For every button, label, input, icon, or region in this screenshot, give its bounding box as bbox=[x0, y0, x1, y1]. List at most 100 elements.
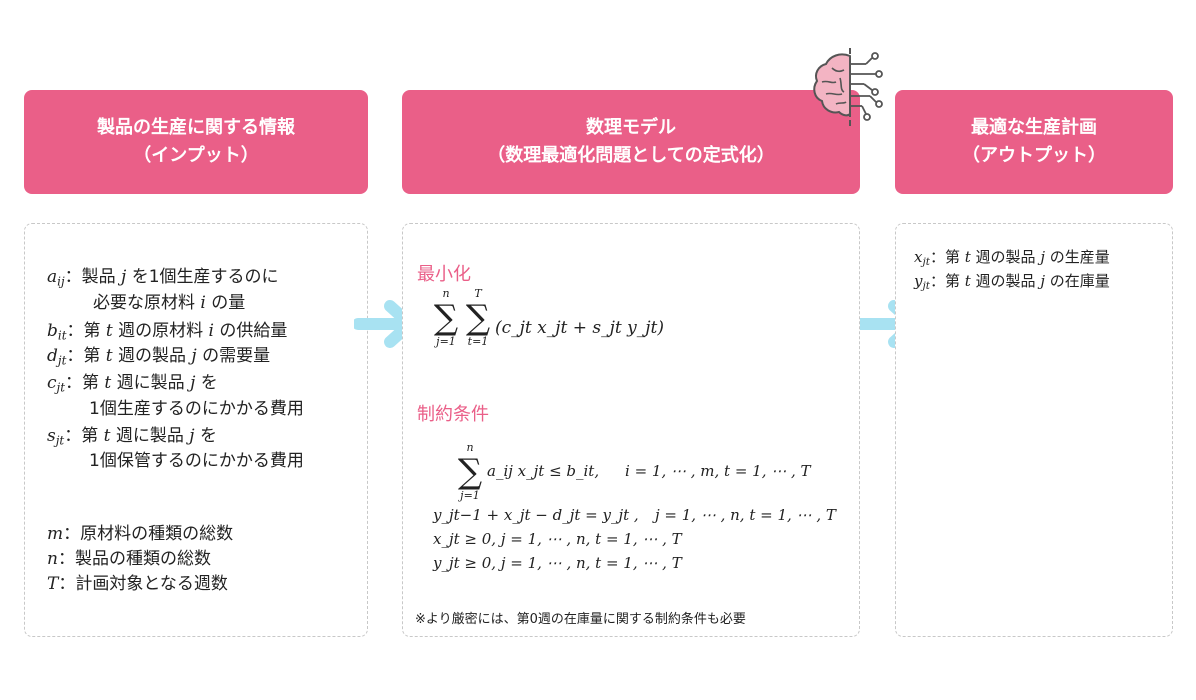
output-x: xjt：第 t 週の製品 j の生産量 bbox=[914, 246, 1110, 268]
var-c: c bbox=[47, 373, 57, 393]
input-header-subtitle: （インプット） bbox=[133, 145, 259, 166]
constraint-3: x_jt ≥ 0, j = 1, ⋯ , n, t = 1, ⋯ , T bbox=[433, 530, 682, 548]
constraint-4: y_jt ≥ 0, j = 1, ⋯ , n, t = 1, ⋯ , T bbox=[433, 554, 682, 572]
text-s2: 週に製品 bbox=[110, 426, 190, 446]
param-s: sjt：第 t 週に製品 j を bbox=[47, 421, 217, 448]
text-c1: ：第 bbox=[65, 373, 105, 393]
idx-b-i: i bbox=[208, 321, 214, 341]
objective-expr: (c_jt x_jt + s_jt y_jt) bbox=[495, 318, 664, 338]
sub-d: jt bbox=[57, 353, 67, 368]
text-d1: ：第 bbox=[66, 346, 106, 366]
text-y1: ：第 bbox=[929, 272, 965, 290]
param-T: T：計画対象となる週数 bbox=[47, 569, 228, 594]
sum-j-bottom: j=1 bbox=[436, 335, 456, 348]
idx-c-t: t bbox=[104, 373, 112, 393]
param-m: m：原材料の種類の総数 bbox=[47, 519, 233, 544]
constraints-title: 制約条件 bbox=[417, 404, 489, 425]
text-c3: を bbox=[195, 373, 218, 393]
idx-d-j: j bbox=[191, 346, 197, 366]
idx-s-j: j bbox=[189, 426, 195, 446]
text-a3: 必要な原材料 bbox=[93, 293, 201, 313]
brain-circuit-icon bbox=[813, 48, 883, 128]
output-header-title: 最適な生産計画 bbox=[971, 117, 1097, 138]
sum-j-top: n bbox=[442, 287, 450, 300]
sum-j: n ∑ j=1 bbox=[429, 288, 463, 348]
sub-x: jt bbox=[922, 256, 930, 269]
param-d: djt：第 t 週の製品 j の需要量 bbox=[47, 341, 270, 368]
param-a: aij：製品 j を1個生産するのに bbox=[47, 262, 279, 289]
text-m: ：原材料の種類の総数 bbox=[63, 524, 234, 544]
sub-a: ij bbox=[57, 274, 65, 289]
param-c-cont: 1個生産するのにかかる費用 bbox=[89, 399, 304, 419]
input-header-title: 製品の生産に関する情報 bbox=[97, 117, 295, 138]
text-x1: ：第 bbox=[929, 248, 965, 266]
constraint-2-range: j = 1, ⋯ , n, t = 1, ⋯ , T bbox=[655, 506, 836, 524]
text-s3: を bbox=[194, 426, 217, 446]
idx-a-i: i bbox=[200, 293, 206, 313]
text-x3: の生産量 bbox=[1044, 248, 1110, 266]
idx-y-j: j bbox=[1040, 272, 1045, 290]
idx-b-t: t bbox=[105, 321, 113, 341]
output-y: yjt：第 t 週の製品 j の在庫量 bbox=[914, 270, 1110, 292]
model-header-subtitle: （数理最適化問題としての定式化） bbox=[487, 145, 775, 166]
idx-x-t: t bbox=[964, 248, 971, 266]
var-m: m bbox=[47, 524, 64, 544]
var-x: x bbox=[914, 248, 923, 266]
model-header-title: 数理モデル bbox=[586, 117, 676, 138]
text-b2: 週の原材料 bbox=[112, 321, 209, 341]
param-a-cont: 必要な原材料 i の量 bbox=[93, 288, 245, 313]
var-s: s bbox=[47, 426, 56, 446]
csum-bottom: j=1 bbox=[460, 489, 480, 502]
text-a1: ：製品 bbox=[64, 267, 122, 287]
text-n: ：製品の種類の総数 bbox=[57, 549, 211, 569]
constraint-2-expr: y_jt−1 + x_jt − d_jt = y_jt , bbox=[433, 506, 639, 524]
output-panel: xjt：第 t 週の製品 j の生産量 yjt：第 t 週の製品 j の在庫量 bbox=[895, 223, 1173, 637]
param-n: n：製品の種類の総数 bbox=[47, 544, 211, 569]
var-b: b bbox=[47, 321, 58, 341]
idx-y-t: t bbox=[964, 272, 971, 290]
idx-s-t: t bbox=[103, 426, 111, 446]
sub-c: jt bbox=[56, 380, 65, 395]
text-d3: の需要量 bbox=[196, 346, 271, 366]
sigma-symbol: ∑ bbox=[465, 298, 491, 338]
sum-t-top: T bbox=[474, 287, 482, 300]
output-header-subtitle: （アウトプット） bbox=[962, 145, 1106, 166]
idx-d-t: t bbox=[105, 346, 113, 366]
var-d: d bbox=[47, 346, 58, 366]
sigma-symbol: ∑ bbox=[433, 298, 459, 338]
csum-top: n bbox=[466, 441, 474, 454]
input-panel: aij：製品 j を1個生産するのに 必要な原材料 i の量 bit：第 t 週… bbox=[24, 223, 368, 637]
param-c: cjt：第 t 週に製品 j を bbox=[47, 368, 218, 395]
sum-t-bottom: t=1 bbox=[467, 335, 489, 348]
var-T: T bbox=[47, 574, 59, 594]
output-header: 最適な生産計画 （アウトプット） bbox=[895, 90, 1173, 194]
param-s-cont: 1個保管するのにかかる費用 bbox=[89, 451, 304, 471]
constraint-1-expr: a_ij x_jt ≤ b_it, bbox=[487, 462, 600, 480]
idx-x-j: j bbox=[1040, 248, 1045, 266]
sub-b: it bbox=[57, 328, 67, 343]
sum-t: T ∑ t=1 bbox=[461, 288, 495, 348]
text-a4: の量 bbox=[205, 293, 246, 313]
sub-y: jt bbox=[922, 280, 930, 293]
minimize-title: 最小化 bbox=[417, 264, 471, 285]
text-d2: 週の製品 bbox=[112, 346, 192, 366]
text-b1: ：第 bbox=[66, 321, 106, 341]
sub-s: jt bbox=[55, 433, 65, 448]
model-header: 数理モデル （数理最適化問題としての定式化） bbox=[402, 90, 860, 194]
constraint-sum: n ∑ j=1 bbox=[453, 442, 487, 502]
input-header: 製品の生産に関する情報 （インプット） bbox=[24, 90, 368, 194]
text-y2: 週の製品 bbox=[970, 272, 1041, 290]
text-c2: 週に製品 bbox=[111, 373, 191, 393]
footnote: ※より厳密には、第0週の在庫量に関する制約条件も必要 bbox=[415, 612, 746, 627]
text-s1: ：第 bbox=[64, 426, 104, 446]
var-a: a bbox=[47, 267, 58, 287]
param-b: bit：第 t 週の原材料 i の供給量 bbox=[47, 316, 287, 343]
text-a2: を1個生産するのに bbox=[126, 267, 279, 287]
var-y: y bbox=[914, 272, 923, 290]
text-x2: 週の製品 bbox=[970, 248, 1041, 266]
model-panel: 最小化 n ∑ j=1 T ∑ t=1 (c_jt x_jt + s_jt y_… bbox=[402, 223, 860, 637]
sigma-symbol: ∑ bbox=[457, 452, 483, 492]
constraint-1-range: i = 1, ⋯ , m, t = 1, ⋯ , T bbox=[625, 462, 811, 480]
var-n: n bbox=[47, 549, 58, 569]
idx-c-j: j bbox=[190, 373, 196, 393]
